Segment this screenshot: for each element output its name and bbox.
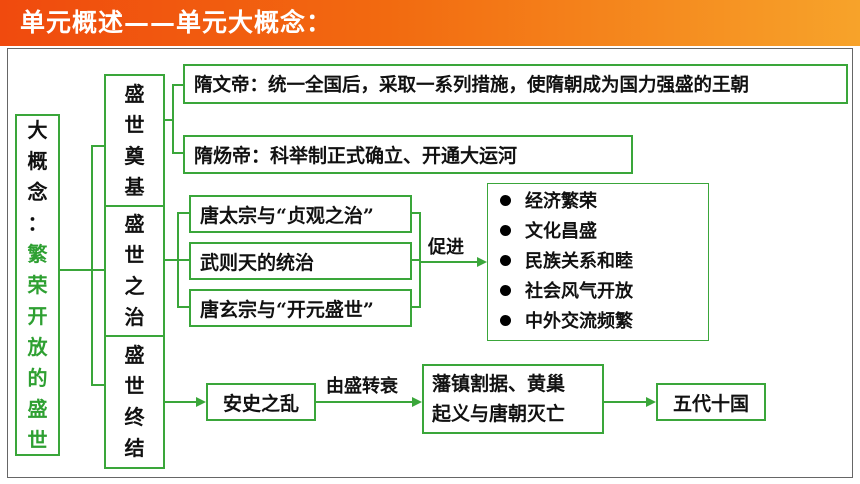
stage-char: 世 xyxy=(124,374,145,398)
stage-char: 基 xyxy=(124,174,145,199)
transition-label: 由盛转衰 xyxy=(326,376,398,397)
bullet-icon xyxy=(500,284,511,296)
header-bar: 单元概述——单元大概念： xyxy=(0,0,860,46)
xuanzong-box: 唐玄宗与“开元盛世” xyxy=(189,289,412,327)
stage-char: 盛 xyxy=(124,343,145,367)
stage-end-box: 盛 世 终 结 xyxy=(104,335,165,469)
bracket-stages xyxy=(91,145,106,386)
sui-yangdi-box: 隋炀帝：科举制正式确立、开通大运河 xyxy=(183,135,633,174)
concept-theme-char: 荣 xyxy=(27,272,48,297)
page-title: 单元概述——单元大概念： xyxy=(20,8,333,37)
effects-list: 经济繁荣 文化昌盛 民族关系和睦 社会风气开放 中外交流频繁 xyxy=(487,183,709,341)
concept-char: 念 xyxy=(27,179,48,204)
taizong-box: 唐太宗与“贞观之治” xyxy=(189,195,412,233)
concept-theme-char: 世 xyxy=(27,427,48,452)
concept-theme-char: 开 xyxy=(27,303,48,328)
stage-char: 终 xyxy=(124,405,145,429)
concept-theme-char: 放 xyxy=(27,334,48,359)
wu-zetian-box: 武则天的统治 xyxy=(189,242,412,280)
concept-theme-char: 的 xyxy=(27,365,48,390)
bullet-icon xyxy=(500,224,511,236)
concept-char: ： xyxy=(27,210,48,235)
stage-char: 之 xyxy=(124,274,145,298)
stage-char: 世 xyxy=(124,112,145,137)
stage-char: 奠 xyxy=(124,143,145,168)
stage-char: 结 xyxy=(124,436,145,460)
list-item: 文化昌盛 xyxy=(500,218,597,246)
result-line: 藩镇割据、黄巢 xyxy=(432,373,566,395)
list-item: 经济繁荣 xyxy=(500,188,597,216)
five-dynasties-box: 五代十国 xyxy=(656,383,766,421)
sui-wendi-box: 隋文帝：统一全国后，采取一系列措施，使隋朝成为国力强盛的王朝 xyxy=(183,64,848,104)
stage-prosperity-box: 盛 世 之 治 xyxy=(104,205,165,337)
content-frame xyxy=(7,48,853,478)
decline-result-box: 藩镇割据、黄巢 起义与唐朝灭亡 xyxy=(422,364,604,434)
concept-char: 大 xyxy=(27,117,48,142)
bracket-foundation xyxy=(172,84,183,154)
stage-char: 世 xyxy=(124,243,145,267)
list-item: 中外交流频繁 xyxy=(500,308,633,336)
stage-foundation-box: 盛 世 奠 基 xyxy=(104,74,165,207)
concept-char: 概 xyxy=(27,148,48,173)
list-item: 社会风气开放 xyxy=(500,278,633,306)
anshi-rebellion-box: 安史之乱 xyxy=(206,383,316,421)
stage-char: 盛 xyxy=(124,81,145,106)
concept-theme-char: 盛 xyxy=(27,396,48,421)
bullet-icon xyxy=(500,194,511,206)
concept-theme-char: 繁 xyxy=(27,241,48,266)
bullet-icon xyxy=(500,314,511,326)
stage-char: 治 xyxy=(124,305,145,329)
stage-char: 盛 xyxy=(124,212,145,236)
list-item: 民族关系和睦 xyxy=(500,248,633,276)
big-concept-box: 大 概 念 ： 繁 荣 开 放 的 盛 世 xyxy=(15,114,60,456)
result-line: 起义与唐朝灭亡 xyxy=(432,403,566,425)
promote-label: 促进 xyxy=(428,237,464,258)
bullet-icon xyxy=(500,254,511,266)
